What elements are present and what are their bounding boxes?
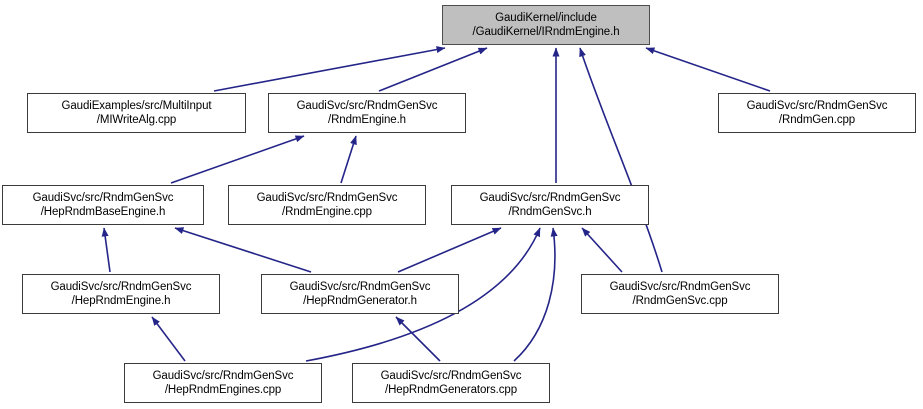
node-label-line2: /HepRndmBaseEngine.h [40,206,166,218]
edge-rndmengine_cpp-to-rndmengine_h [340,135,357,184]
node-label-line1: GaudiSvc/src/RndmGenSvc [50,281,192,293]
edge-heprndmgenerators_cpp-to-rndmgensvc_h [513,227,558,362]
node-label-line1: GaudiSvc/src/RndmGenSvc [609,281,751,293]
node-label-line1: GaudiSvc/src/RndmGenSvc [289,281,431,293]
node-heprndmengine_h[interactable]: GaudiSvc/src/RndmGenSvc/HepRndmEngine.h [22,274,220,314]
edge-rndmengine_h-to-irndmengine [378,47,488,92]
node-label-line1: GaudiSvc/src/RndmGenSvc [152,370,294,382]
node-label-line2: /HepRndmGenerator.h [303,295,417,307]
node-label-line1: GaudiSvc/src/RndmGenSvc [32,192,174,204]
node-label-line1: GaudiSvc/src/RndmGenSvc [479,192,621,204]
node-label-line2: /HepRndmEngines.cpp [164,384,282,396]
node-label-line2: /RndmGenSvc.cpp [632,295,728,307]
node-label-line1: GaudiSvc/src/RndmGenSvc [746,100,888,112]
node-rndmgen_cpp[interactable]: GaudiSvc/src/RndmGenSvc/RndmGen.cpp [718,93,916,133]
edge-heprndmgenerators_cpp-to-heprndmgenerator_h [395,316,441,362]
node-heprndmengines_cpp[interactable]: GaudiSvc/src/RndmGenSvc/HepRndmEngines.c… [124,363,322,403]
edge-rndmgensvc_cpp-to-irndmengine [579,47,663,273]
node-label-line2: /RndmEngine.cpp [282,206,372,218]
node-label-line1: GaudiSvc/src/RndmGenSvc [256,192,398,204]
node-heprndmbaseengine_h[interactable]: GaudiSvc/src/RndmGenSvc/HepRndmBaseEngin… [2,185,204,225]
edge-heprndmengine_h-to-heprndmbaseengine_h [101,227,111,273]
edge-heprndmgenerator_h-to-rndmgensvc_h [397,227,502,273]
node-label-line2: /MIWriteAlg.cpp [96,114,177,126]
node-rndmgensvc_cpp[interactable]: GaudiSvc/src/RndmGenSvc/RndmGenSvc.cpp [581,274,779,314]
node-miwritealg[interactable]: GaudiExamples/src/MultiInput/MIWriteAlg.… [27,93,246,133]
node-label-line1: GaudiSvc/src/RndmGenSvc [380,370,522,382]
node-heprndmgenerator_h[interactable]: GaudiSvc/src/RndmGenSvc/HepRndmGenerator… [261,274,459,314]
node-rndmgensvc_h[interactable]: GaudiSvc/src/RndmGenSvc/RndmGenSvc.h [451,185,649,225]
edge-heprndmengines_cpp-to-heprndmengine_h [151,316,186,362]
node-label-line2: /RndmEngine.h [328,114,406,126]
node-label-line2: /HepRndmEngine.h [71,295,171,307]
node-label-line2: /RndmGenSvc.h [508,206,592,218]
edge-heprndmbaseengine_h-to-rndmengine_h [170,135,305,184]
node-label-line1: GaudiKernel/include [495,12,597,24]
node-rndmengine_h[interactable]: GaudiSvc/src/RndmGenSvc/RndmEngine.h [268,93,466,133]
node-label-line2: /GaudiKernel/IRndmEngine.h [472,26,620,38]
node-irndmengine[interactable]: GaudiKernel/include/GaudiKernel/IRndmEng… [442,5,650,45]
edge-heprndmgenerator_h-to-heprndmbaseengine_h [174,227,312,273]
node-label-line2: /HepRndmGenerators.cpp [384,384,518,396]
node-rndmengine_cpp[interactable]: GaudiSvc/src/RndmGenSvc/RndmEngine.cpp [228,185,426,225]
node-label-line1: GaudiSvc/src/RndmGenSvc [296,100,438,112]
node-label-line2: /RndmGen.cpp [778,114,856,126]
node-label-line1: GaudiExamples/src/MultiInput [61,100,212,112]
edge-rndmgensvc_cpp-to-rndmgensvc_h [581,227,623,273]
edge-rndmgen_cpp-to-irndmengine [645,47,771,92]
edge-miwritealg-to-irndmengine [213,46,446,92]
node-heprndmgenerators_cpp[interactable]: GaudiSvc/src/RndmGenSvc/HepRndmGenerator… [352,363,550,403]
